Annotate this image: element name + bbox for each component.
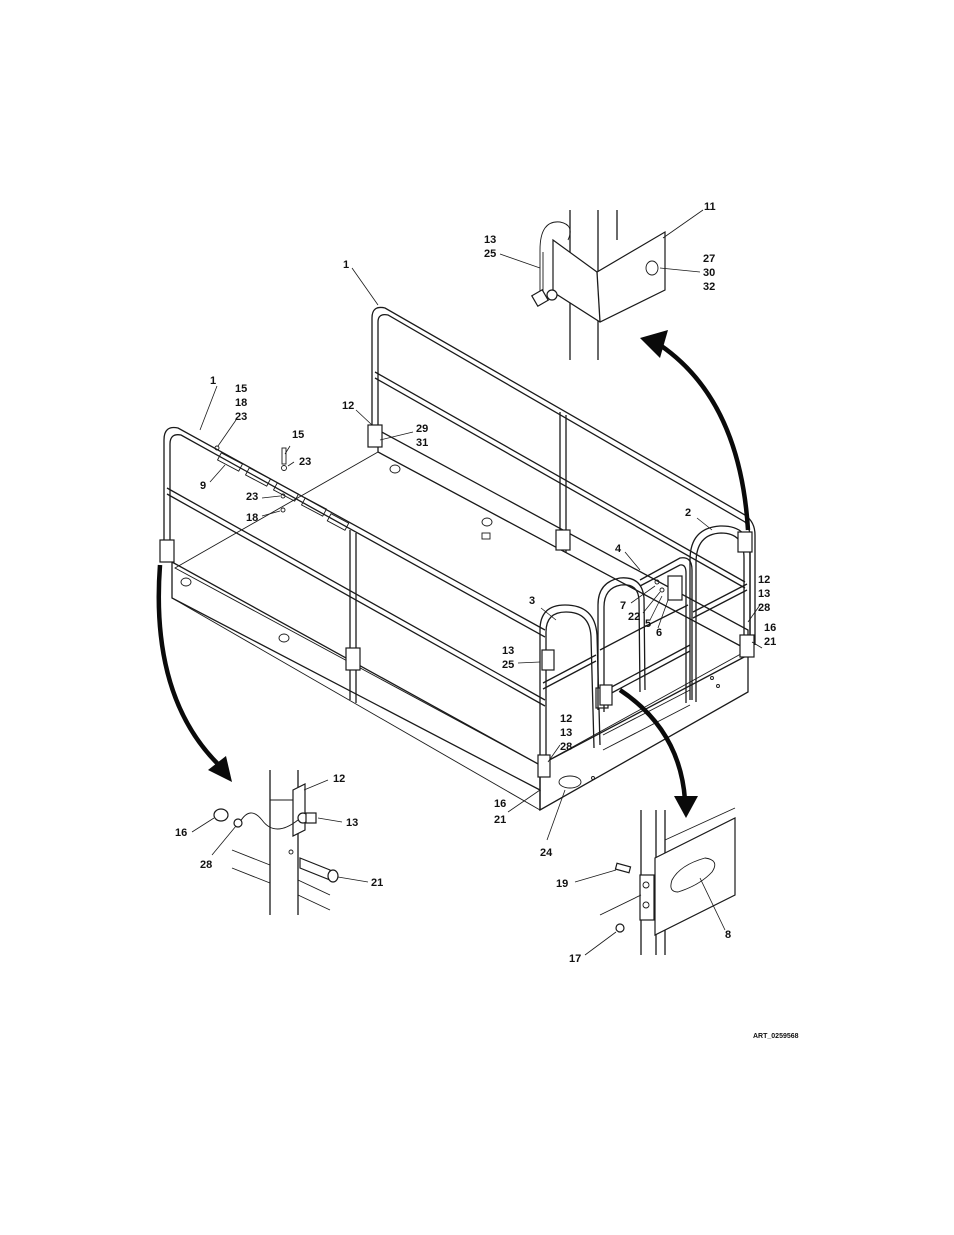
- callout-12-gate: 12: [342, 400, 354, 412]
- callout-18: 18: [246, 512, 258, 524]
- arrow-to-right-detail: [620, 690, 685, 800]
- callout-28-detail: 28: [200, 859, 212, 871]
- callout-22: 22: [628, 611, 640, 623]
- callout-19: 19: [556, 878, 568, 890]
- callout-13-detail: 13: [346, 817, 358, 829]
- pin-15: [282, 448, 286, 464]
- callout-9: 9: [200, 480, 206, 492]
- callout-21-detail: 21: [371, 877, 383, 889]
- platform-deck: [175, 452, 748, 765]
- callout-5: 5: [645, 618, 651, 630]
- callout-23b: 23: [246, 491, 258, 503]
- callout-23a: 23: [299, 456, 311, 468]
- callout-8: 8: [725, 929, 731, 941]
- left-rail: [160, 428, 545, 707]
- callout-6: 6: [656, 627, 662, 639]
- detail-pin-assembly: [214, 770, 338, 915]
- detail-gate-latch: [600, 808, 735, 955]
- callout-1-left: 1: [210, 375, 216, 387]
- callout-16-detail: 16: [175, 827, 187, 839]
- callout-11: 11: [704, 201, 716, 213]
- callout-7: 7: [620, 600, 626, 612]
- callout-4: 4: [615, 543, 622, 555]
- arrow-to-left-detail: [159, 565, 222, 768]
- callout-17: 17: [569, 953, 581, 965]
- callout-3: 3: [529, 595, 535, 607]
- art-reference-id: ART_0259568: [753, 1033, 799, 1040]
- callout-2: 2: [685, 507, 691, 519]
- callout-15: 15: [292, 429, 304, 441]
- front-short-rail-2: [690, 526, 754, 702]
- callout-1-top: 1: [343, 259, 349, 271]
- callout-12-detail: 12: [333, 773, 345, 785]
- callout-24: 24: [540, 847, 553, 859]
- arrow-to-top-detail: [660, 345, 748, 530]
